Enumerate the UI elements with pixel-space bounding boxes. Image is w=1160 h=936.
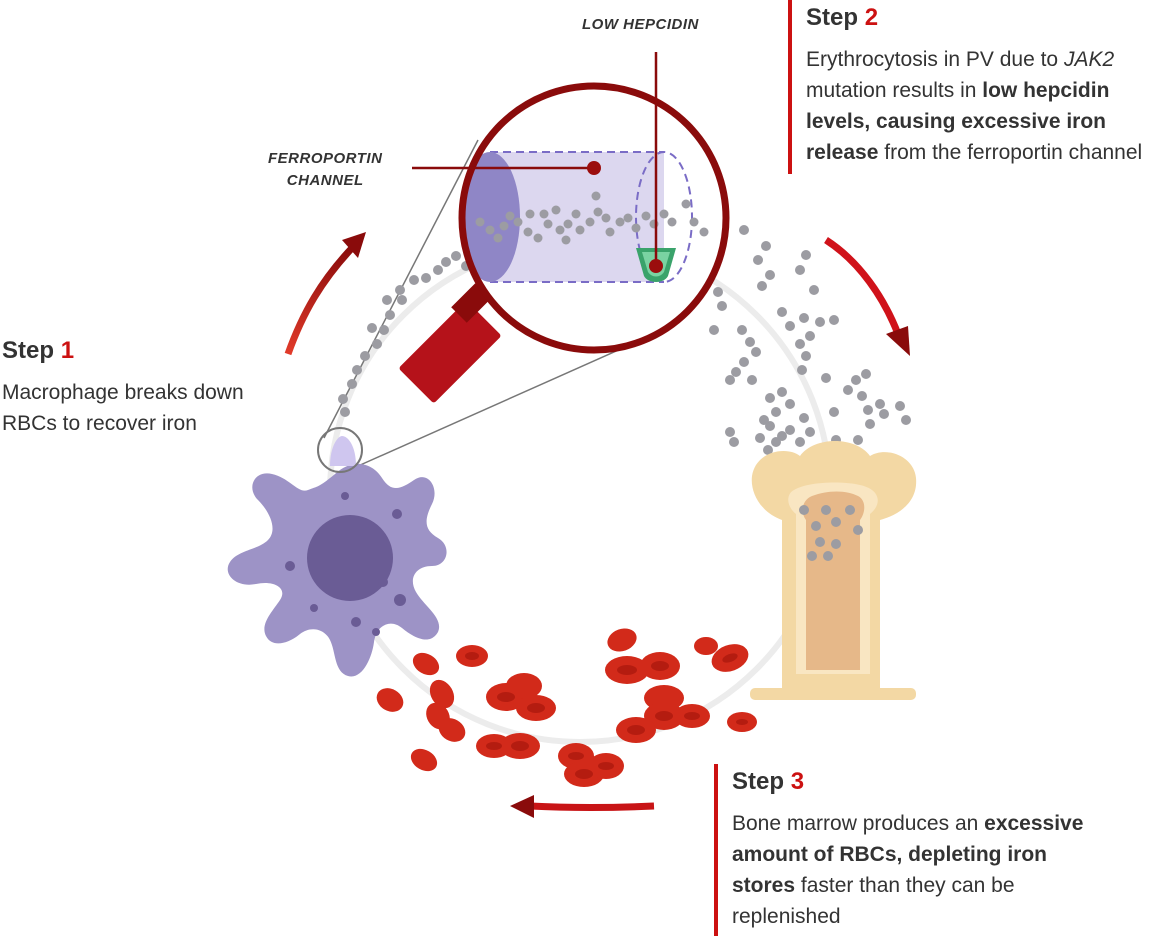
step-3-text-c: faster than they can be replenished [732,874,1015,928]
step-2-text-a: Erythrocytosis in PV due to [806,48,1064,71]
iron-particles-left [338,251,471,417]
step-2-text-e: from the ferroportin channel [878,141,1143,164]
step-3: Step 3 Bone marrow produces an excessive… [714,764,1092,936]
bone-marrow [750,441,917,700]
magnifier-handle [399,283,501,403]
step-1-word: Step [2,337,55,364]
iron-particles-right [709,207,911,455]
step-3-text-a: Bone marrow produces an [732,812,985,835]
step-1: Step 1 Macrophage breaks down RBCs to re… [2,337,302,439]
step-2-title: Step 2 [806,4,1160,32]
macrophage [227,427,447,677]
label-ferroportin-line1: FERROPORTIN [268,150,383,167]
step-3-number: 3 [790,768,805,795]
step-3-text: Bone marrow produces an excessive amount… [732,808,1092,932]
step-2-text-c: mutation results in [806,79,983,102]
magnifier-lens [458,82,730,354]
label-low-hepcidin: LOW HEPCIDIN [582,16,699,33]
pointer-hepcidin [649,52,663,273]
step-2: Step 2 Erythrocytosis in PV due to JAK2 … [788,0,1160,174]
step-2-text: Erythrocytosis in PV due to JAK2 mutatio… [806,44,1160,168]
macrophage-nucleus [307,515,393,601]
step-2-emphasis: low hepcidin levels, causing excessive i… [806,79,1110,164]
cycle-arrow-step3 [510,795,655,818]
step-3-word: Step [732,768,785,795]
label-ferroportin-channel: FERROPORTIN CHANNEL [268,148,382,192]
cycle-arrow-step1 [284,232,366,356]
label-ferroportin-line2: CHANNEL [286,172,364,189]
step-2-word: Step [806,4,859,31]
red-blood-cells [376,628,757,787]
step-2-gene: JAK2 [1063,48,1115,71]
step-1-text: Macrophage breaks down RBCs to recover i… [2,381,244,435]
pointer-ferroportin [412,161,601,175]
step-1-title: Step 1 [2,337,302,365]
step-3-title: Step 3 [732,768,1092,796]
cycle-arrow-step2 [824,237,910,356]
zoom-line [357,335,651,467]
zoom-target-circle [317,427,363,473]
step-3-emphasis: excessive amount of RBCs, depleting iron… [732,812,1084,897]
step-1-number: 1 [60,337,75,364]
step-2-number: 2 [864,4,879,31]
